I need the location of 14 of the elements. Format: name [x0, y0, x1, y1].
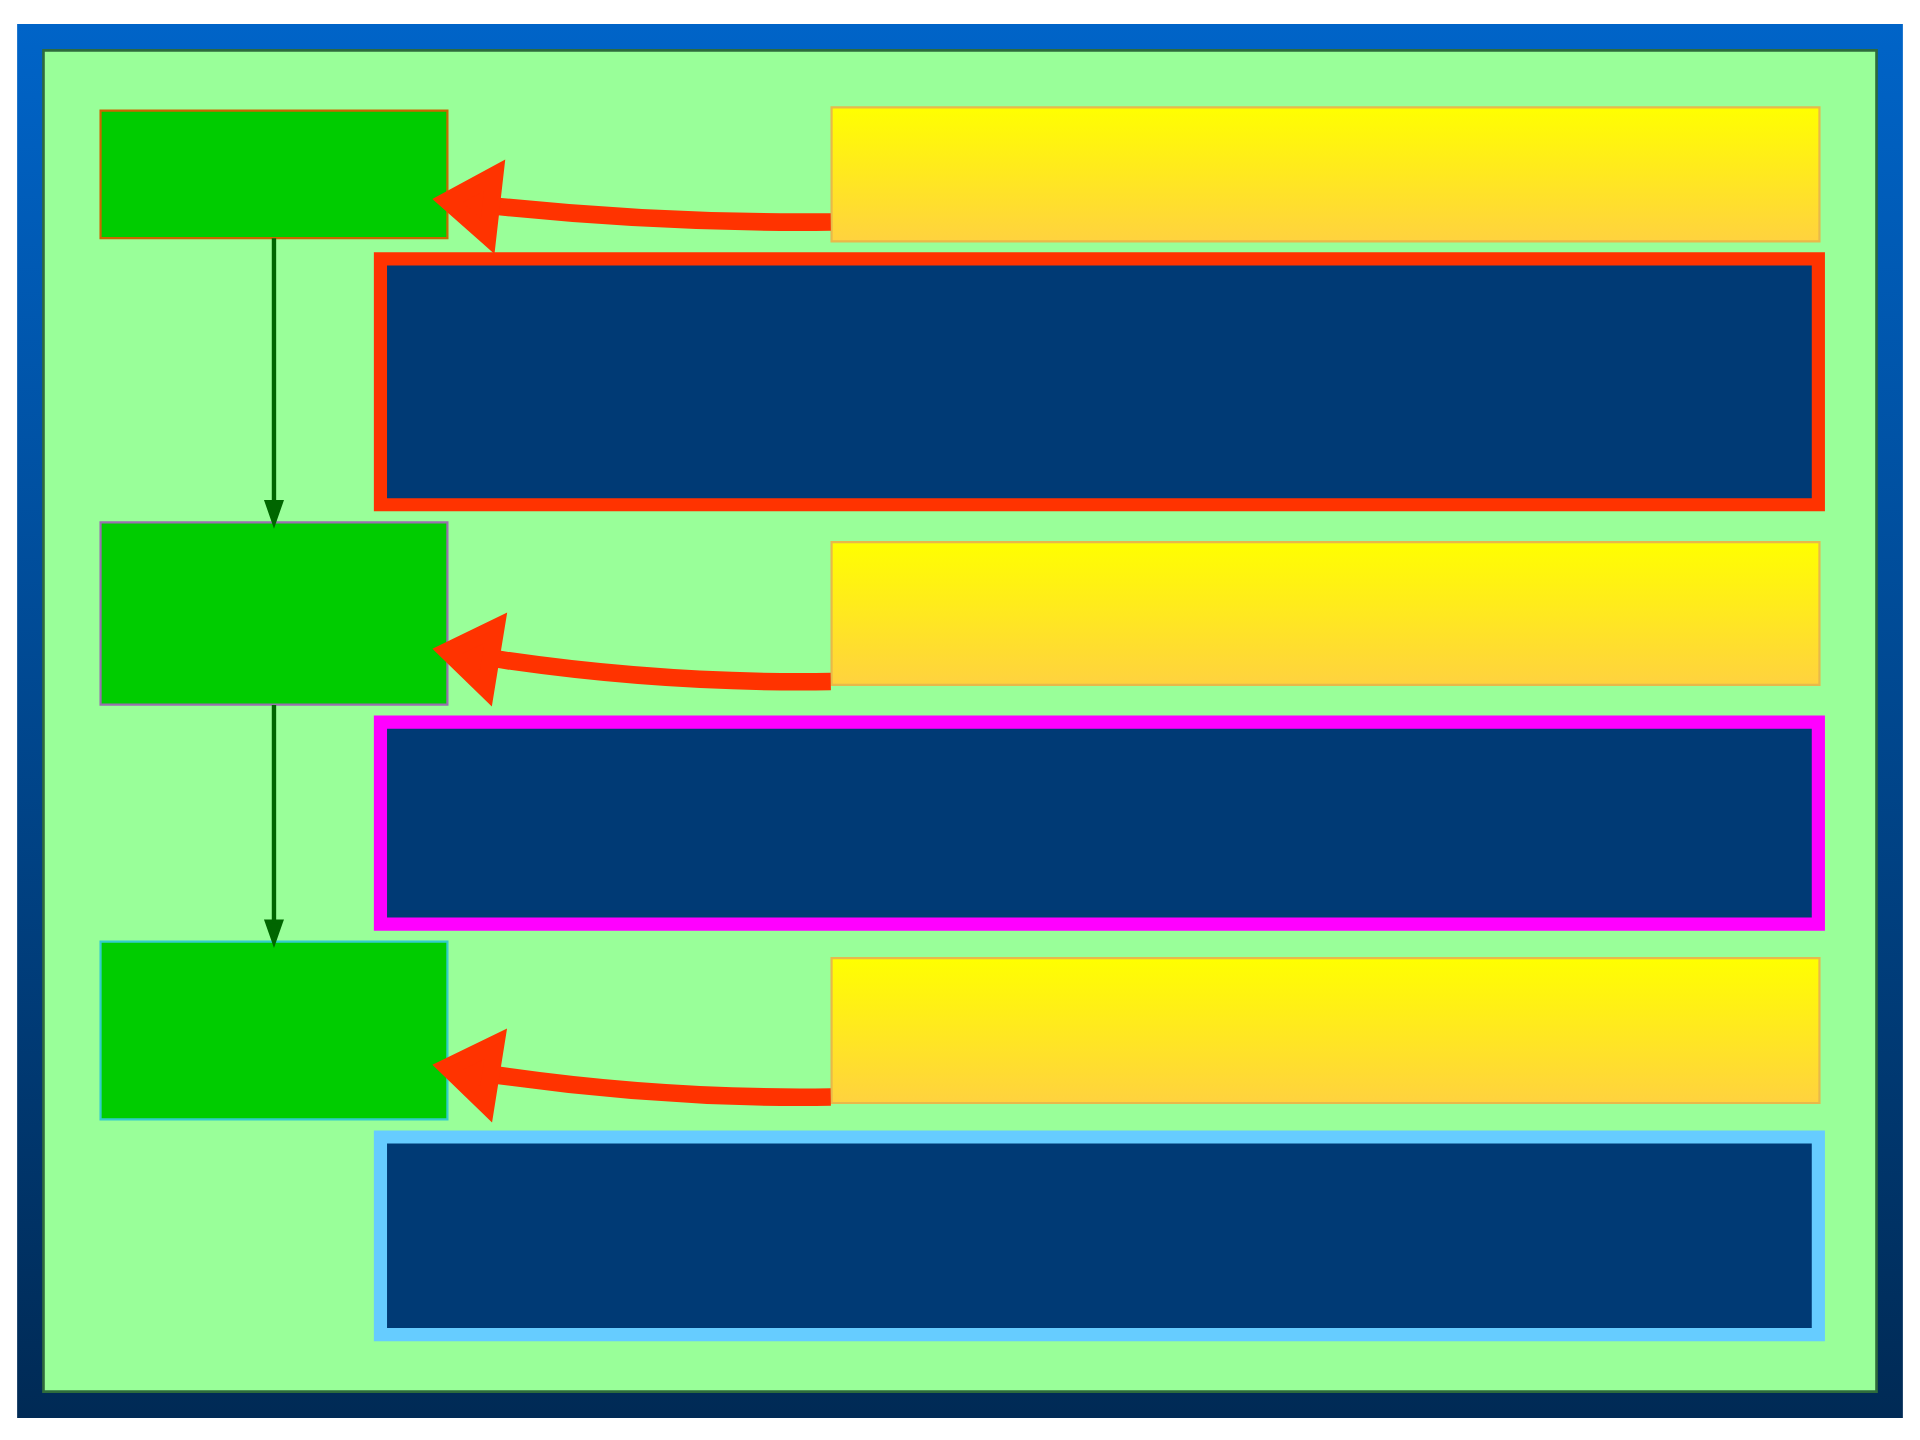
- arrow: [432, 611, 831, 706]
- node-box: [830, 956, 1821, 1104]
- node-box: [99, 520, 449, 705]
- node-box: [99, 108, 449, 239]
- arrow: [432, 158, 831, 253]
- node-box: [99, 939, 449, 1120]
- node-box: [373, 714, 1825, 930]
- arrow: [263, 237, 284, 528]
- node-box: [830, 540, 1821, 685]
- node-box: [830, 105, 1821, 242]
- node-box: [373, 251, 1825, 511]
- arrow: [263, 703, 284, 947]
- arrow: [432, 1027, 831, 1122]
- node-box: [373, 1129, 1825, 1341]
